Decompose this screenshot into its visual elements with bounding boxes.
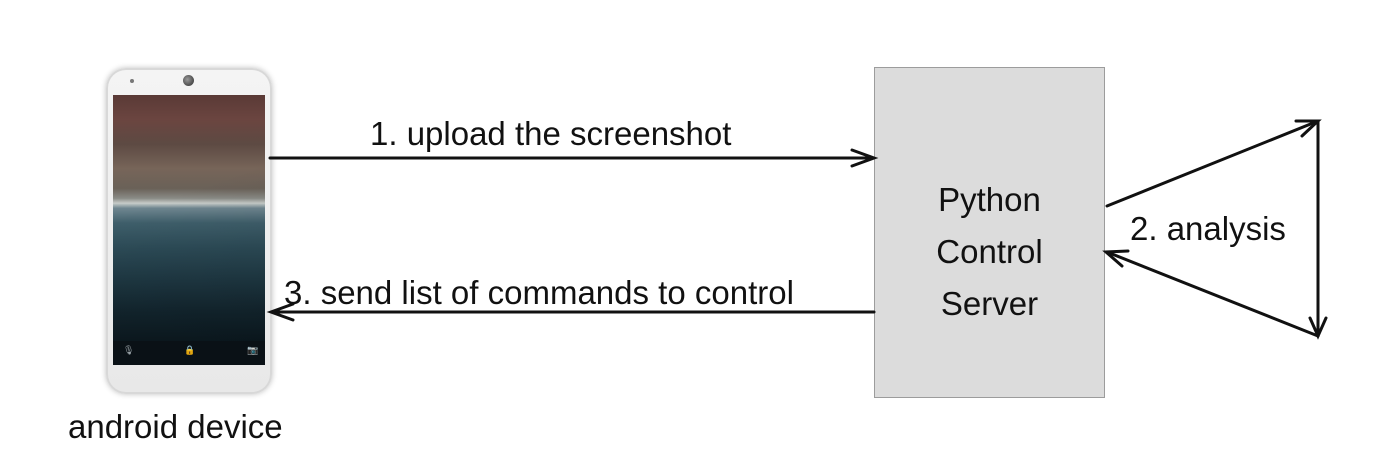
arrow-analysis-out [1105, 119, 1320, 208]
edge-label-analysis: 2. analysis [1130, 210, 1286, 247]
android-phone: 🎙 🔒 📷 [106, 68, 272, 394]
arrowhead-send-commands [266, 302, 295, 322]
phone-wallpaper [113, 95, 265, 341]
microphone-icon: 🎙 [123, 346, 135, 356]
server-box: Python Control Server [874, 67, 1105, 398]
device-label: android device [68, 408, 283, 445]
edge-label-upload: 1. upload the screenshot [370, 115, 732, 152]
phone-nav-bar: 🎙 🔒 📷 [113, 341, 265, 365]
phone-screen: 🎙 🔒 📷 [113, 95, 265, 365]
lock-icon: 🔒 [184, 346, 196, 356]
server-label-line-2: Control [936, 233, 1043, 270]
arrowhead-analysis-back [1102, 249, 1130, 268]
server-label-line-3: Server [940, 285, 1039, 322]
phone-front-camera [183, 75, 194, 86]
camera-icon: 📷 [247, 346, 259, 356]
edge-label-send-commands: 3. send list of commands to control [284, 274, 794, 311]
server-label-line-1: Python [938, 181, 1041, 218]
server-label: Python Control Server [875, 174, 1104, 330]
arrowhead-upload [850, 148, 879, 168]
arrow-analysis-back [1105, 250, 1320, 338]
phone-sensor [130, 79, 134, 83]
